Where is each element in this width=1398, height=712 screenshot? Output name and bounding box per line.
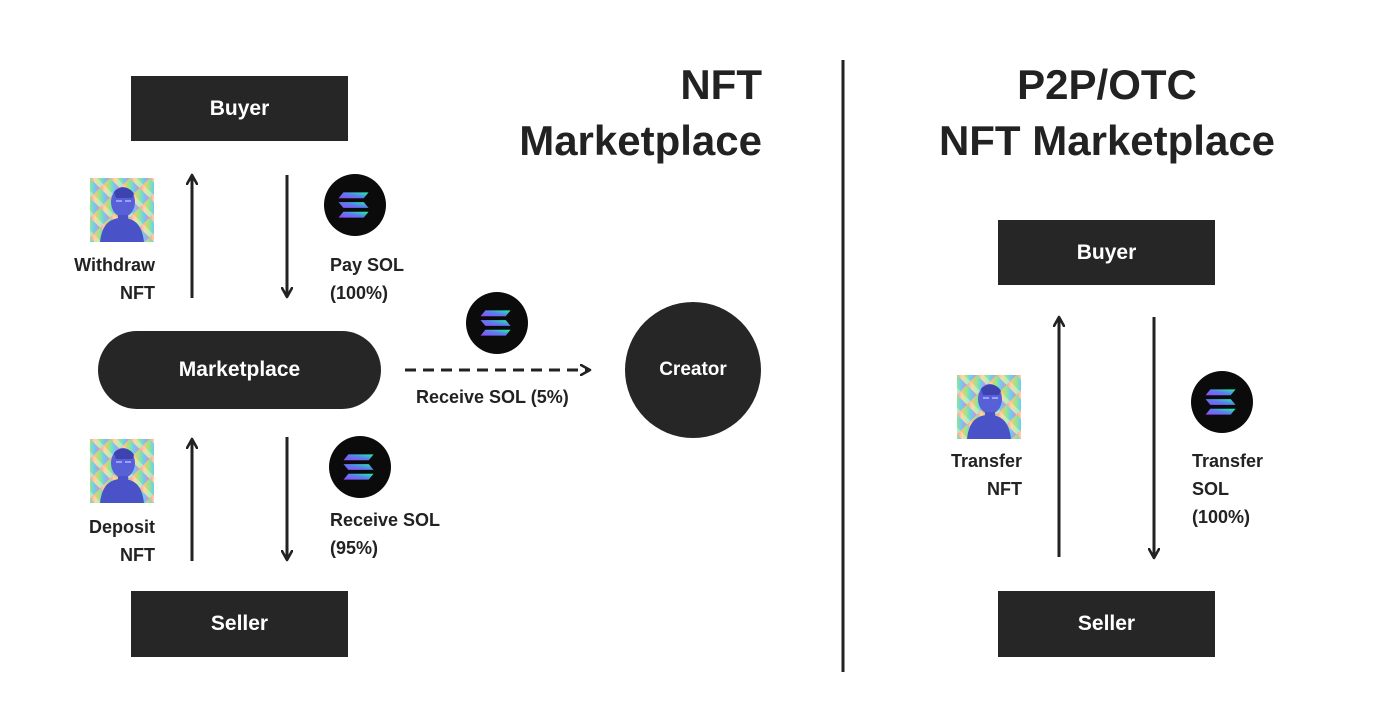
deposit-nft-label: Deposit NFT <box>89 513 155 569</box>
nft-title-line1: NFT <box>680 61 762 108</box>
p2p-seller-box: Seller <box>998 591 1215 657</box>
nft-avatar-icon <box>90 439 154 503</box>
p2p-title-line1: P2P/OTC <box>1017 61 1197 108</box>
deposit-line2: NFT <box>120 545 155 565</box>
pay-sol-label: Pay SOL (100%) <box>330 251 404 307</box>
p2p-otc-title: P2P/OTC NFT Marketplace <box>932 57 1282 169</box>
buyer-box: Buyer <box>131 76 348 141</box>
transfer-nft-line2: NFT <box>987 479 1022 499</box>
pay-line1: Pay SOL <box>330 255 405 275</box>
p2p-buyer-box: Buyer <box>998 220 1215 285</box>
receive-line1: Receive SOL <box>330 510 441 530</box>
withdraw-line1: Withdraw <box>74 255 155 275</box>
solana-logo-icon <box>1191 371 1253 433</box>
seller-box: Seller <box>131 591 348 657</box>
solana-logo-icon <box>466 292 528 354</box>
transfer-sol-label: Transfer SOL (100%) <box>1192 447 1263 531</box>
nft-marketplace-title: NFT Marketplace <box>519 57 762 169</box>
transfer-nft-line1: Transfer <box>950 451 1022 471</box>
solana-logo-icon <box>324 174 386 236</box>
transfer-nft-label: Transfer NFT <box>951 447 1022 503</box>
deposit-line1: Deposit <box>88 517 155 537</box>
transfer-sol-line2: SOL <box>1192 479 1230 499</box>
receive-line2: (95%) <box>330 538 379 558</box>
nft-avatar-icon <box>90 178 154 242</box>
creator-circle: Creator <box>625 302 761 438</box>
nft-title-line2: Marketplace <box>519 117 762 164</box>
transfer-sol-line3: (100%) <box>1192 507 1251 527</box>
pay-line2: (100%) <box>330 283 389 303</box>
solana-logo-icon <box>329 436 391 498</box>
withdraw-line2: NFT <box>120 283 155 303</box>
nft-avatar-icon <box>957 375 1021 439</box>
withdraw-nft-label: Withdraw NFT <box>74 251 155 307</box>
receive-sol-label: Receive SOL (95%) <box>330 506 440 562</box>
marketplace-box: Marketplace <box>98 331 381 409</box>
creator-receive-label: Receive SOL (5%) <box>416 387 569 407</box>
p2p-title-line2: NFT Marketplace <box>938 117 1276 164</box>
transfer-sol-line1: Transfer <box>1192 451 1264 471</box>
